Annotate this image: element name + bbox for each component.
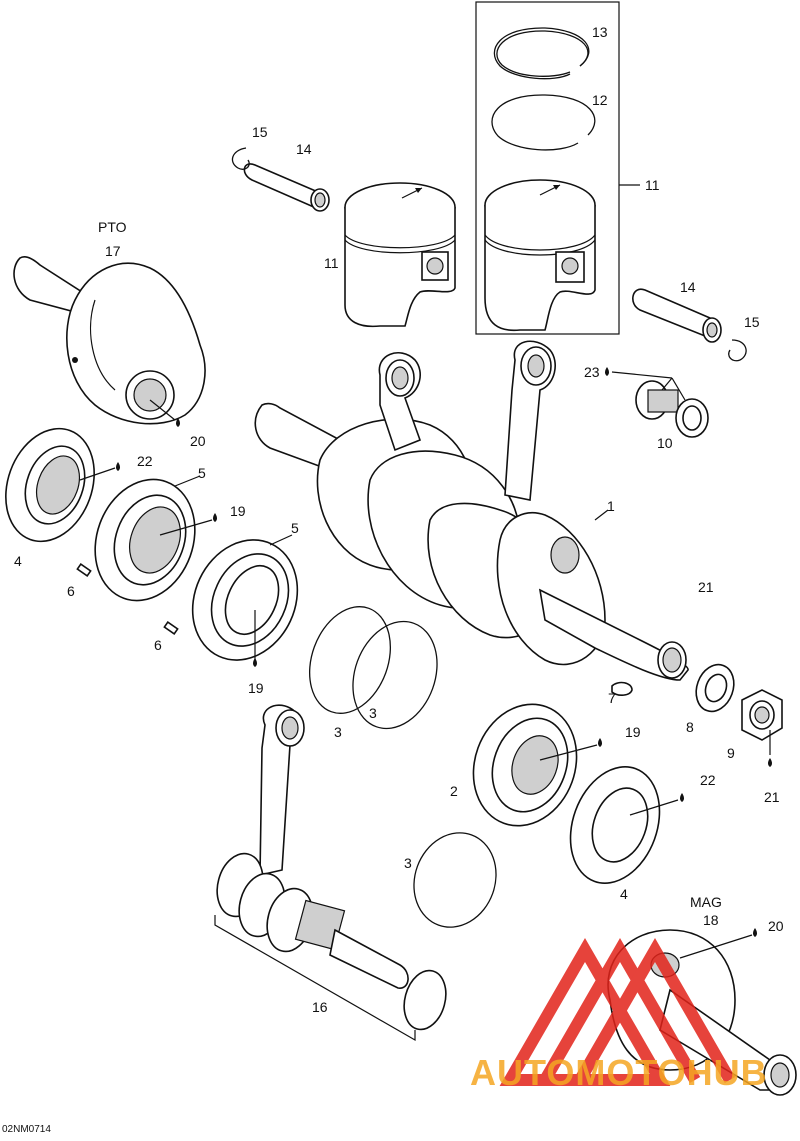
callout-11-kit: 11 <box>645 177 660 193</box>
callout-20-pto: 20 <box>190 433 206 449</box>
callout-22-pto: 22 <box>137 453 153 469</box>
piston-ring-12 <box>491 94 596 151</box>
callout-15-right: 15 <box>744 314 760 330</box>
o-ring-3-a <box>308 606 392 714</box>
callout-2: 2 <box>450 783 458 799</box>
automotohub-watermark-logo <box>499 937 736 1086</box>
callout-21-crank: 21 <box>698 579 714 595</box>
piston-11 <box>344 182 456 328</box>
callout-6-lower: 6 <box>154 637 162 653</box>
nut-9 <box>741 689 783 741</box>
seal-22-mag <box>569 766 684 884</box>
conrod-left <box>378 351 422 452</box>
figure-code: 02NM0714 <box>2 1124 51 1135</box>
callout-4-mag: 4 <box>620 886 628 902</box>
callout-20-mag: 20 <box>768 918 784 934</box>
label-pto: PTO <box>98 219 127 235</box>
conrod-kit-16 <box>216 704 447 1031</box>
callout-7: 7 <box>608 690 616 706</box>
callout-9: 9 <box>727 745 735 761</box>
watermark-text: AUTOMOTOHUB <box>470 1052 768 1093</box>
callout-21-nut: 21 <box>764 789 780 805</box>
callout-6-upper: 6 <box>67 583 75 599</box>
key-6-lower <box>163 620 179 636</box>
callout-19-mag: 19 <box>625 724 641 740</box>
callout-14-top: 14 <box>296 141 312 157</box>
bearing-5-middle <box>191 539 299 667</box>
circlip-15-right <box>728 339 747 362</box>
piston-kit-box <box>475 1 620 335</box>
callout-10: 10 <box>657 435 673 451</box>
needle-bearing-10 <box>635 380 709 438</box>
key-6-upper <box>76 562 92 578</box>
callout-23: 23 <box>584 364 600 380</box>
callout-19-left: 19 <box>230 503 246 519</box>
callout-18: 18 <box>703 912 719 928</box>
callout-5-left: 5 <box>198 465 206 481</box>
callout-4-left: 4 <box>14 553 22 569</box>
callout-8: 8 <box>686 719 694 735</box>
callout-13: 13 <box>592 24 608 40</box>
pto-crank-half-17 <box>13 256 206 427</box>
piston-pin-14-top <box>243 163 330 212</box>
callout-11: 11 <box>324 255 339 271</box>
key-7 <box>611 681 633 696</box>
callout-17: 17 <box>105 243 121 259</box>
conrod-right <box>504 340 556 501</box>
label-mag: MAG <box>690 894 722 910</box>
crankshaft-1 <box>254 402 689 681</box>
callout-5-middle: 5 <box>291 520 299 536</box>
o-ring-3-c <box>413 832 497 928</box>
o-ring-3-b <box>352 620 438 730</box>
callout-1: 1 <box>607 498 615 514</box>
piston-pin-14-right <box>632 288 722 343</box>
seal-4-left <box>5 427 95 543</box>
callout-19-middle: 19 <box>248 680 264 696</box>
callout-14-right: 14 <box>680 279 696 295</box>
circlip-15-top <box>231 147 250 170</box>
callout-22-mag: 22 <box>700 772 716 788</box>
callout-3-a: 3 <box>334 724 342 740</box>
bearing-5-left <box>94 478 217 602</box>
bearing-2 <box>472 703 602 827</box>
piston-11-kit <box>484 179 596 332</box>
callout-12: 12 <box>592 92 608 108</box>
callout-15-top: 15 <box>252 124 268 140</box>
callout-3-b: 3 <box>369 705 377 721</box>
callout-3-c: 3 <box>404 855 412 871</box>
conrod-kit-bracket <box>214 915 416 1042</box>
piston-ring-13 <box>493 27 590 80</box>
callout-16: 16 <box>312 999 328 1015</box>
